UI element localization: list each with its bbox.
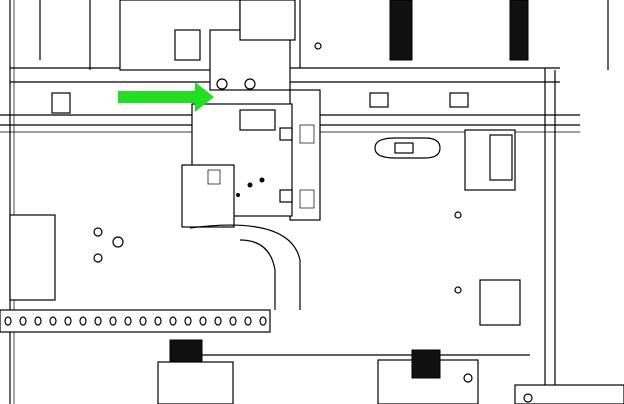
cable-chain — [0, 224, 301, 333]
carriage — [119, 0, 322, 91]
chain-link — [154, 316, 162, 326]
chain-link — [259, 316, 267, 326]
chain-link — [34, 316, 42, 326]
chain-link — [139, 316, 147, 326]
chain-link — [169, 316, 177, 326]
chain-link — [199, 316, 207, 326]
right-components — [93, 129, 521, 326]
chain-link — [244, 316, 252, 326]
chain-link — [109, 316, 117, 326]
bottom-components — [157, 339, 624, 404]
chain-link — [79, 316, 87, 326]
chain-link — [214, 316, 222, 326]
chain-link — [19, 316, 27, 326]
chain-link — [124, 316, 132, 326]
chain-link — [4, 316, 12, 326]
chain-link — [229, 316, 237, 326]
control-board — [181, 89, 321, 228]
chain-link — [184, 316, 192, 326]
chain-link — [49, 316, 57, 326]
chain-link — [64, 316, 72, 326]
chain-link — [94, 316, 102, 326]
left-frame — [9, 0, 91, 404]
arrow-right-icon — [118, 82, 214, 112]
